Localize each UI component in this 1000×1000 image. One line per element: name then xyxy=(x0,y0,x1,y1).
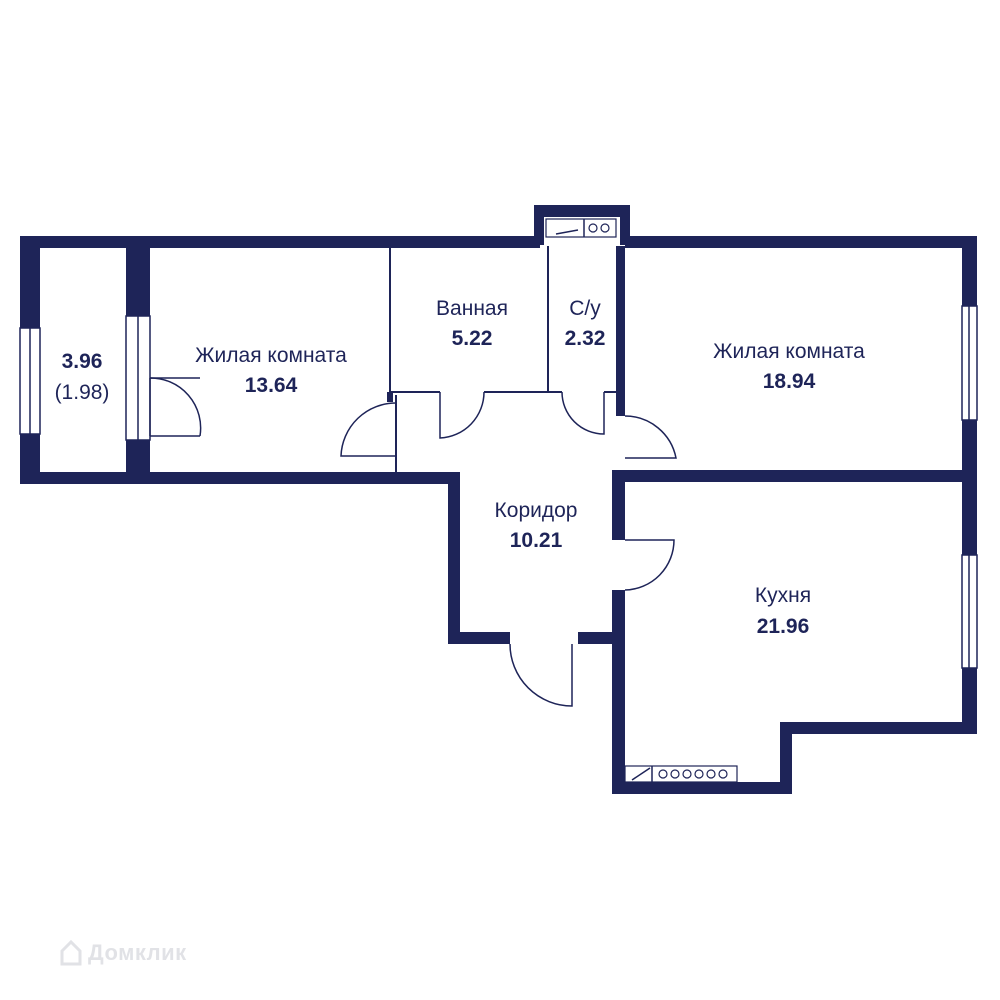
bath-label: Ванная xyxy=(436,297,508,320)
living-right-label: Жилая комната xyxy=(713,340,865,363)
house-logo-icon xyxy=(60,940,82,966)
balcony-area: 3.96 xyxy=(62,350,103,373)
room-kitchen: Кухня 21.96 xyxy=(755,584,811,638)
room-living-right: Жилая комната 18.94 xyxy=(713,340,865,393)
room-balcony: 3.96 (1.98) xyxy=(55,350,110,404)
room-wc: С/у 2.32 xyxy=(565,297,606,350)
watermark-text: Домклик xyxy=(88,940,187,965)
room-corridor: Коридор 10.21 xyxy=(495,499,578,552)
corridor-label: Коридор xyxy=(495,499,578,522)
corridor-area: 10.21 xyxy=(510,529,563,552)
windows xyxy=(19,305,978,669)
balcony-area-sub: (1.98) xyxy=(55,381,110,404)
wc-area: 2.32 xyxy=(565,327,606,350)
interior-walls xyxy=(389,246,622,472)
kitchen-counter xyxy=(624,765,738,783)
partitions xyxy=(387,246,962,634)
watermark: Домклик xyxy=(60,940,187,966)
wc-label: С/у xyxy=(569,297,601,320)
vent-fixtures xyxy=(545,218,617,238)
room-bath: Ванная 5.22 xyxy=(436,297,508,350)
walls xyxy=(20,205,977,794)
living-left-label: Жилая комната xyxy=(195,344,347,367)
kitchen-label: Кухня xyxy=(755,584,811,607)
doors xyxy=(149,377,677,707)
living-right-area: 18.94 xyxy=(763,370,816,393)
room-living-left: Жилая комната 13.64 xyxy=(195,344,347,397)
kitchen-area: 21.96 xyxy=(757,615,810,638)
bath-area: 5.22 xyxy=(452,327,493,350)
living-left-area: 13.64 xyxy=(245,374,298,397)
